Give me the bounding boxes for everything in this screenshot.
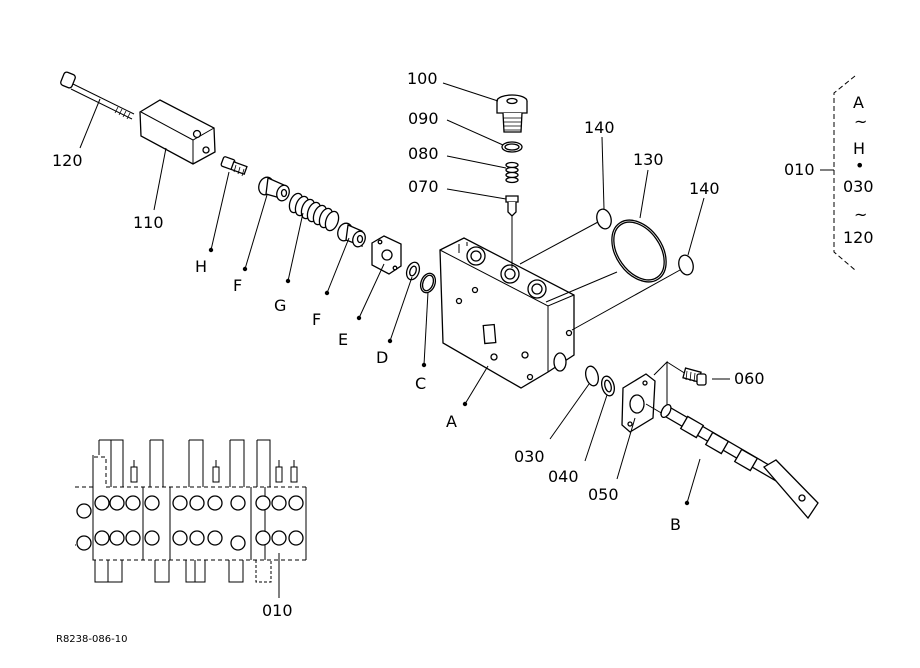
cover-050[interactable] bbox=[621, 373, 656, 433]
label-040: 040 bbox=[548, 467, 579, 486]
legend-row-4: • bbox=[855, 156, 864, 175]
spring-G[interactable] bbox=[287, 192, 341, 233]
label-A: A bbox=[446, 412, 457, 431]
washer-040[interactable] bbox=[600, 375, 617, 397]
label-H: H bbox=[195, 257, 207, 276]
bolt-120[interactable] bbox=[60, 71, 135, 120]
legend-code: 010 bbox=[784, 160, 815, 179]
o-ring-140-left[interactable] bbox=[595, 208, 614, 231]
legend-row-1: A bbox=[853, 93, 864, 112]
washer-D[interactable] bbox=[404, 260, 421, 281]
label-B: B bbox=[670, 515, 681, 534]
label-110: 110 bbox=[133, 213, 164, 232]
cap-110[interactable] bbox=[139, 99, 216, 165]
label-030: 030 bbox=[514, 447, 545, 466]
legend-row-6: ~ bbox=[854, 205, 867, 224]
label-100: 100 bbox=[407, 69, 438, 88]
label-G: G bbox=[274, 296, 286, 315]
assembly-schematic bbox=[75, 439, 307, 598]
o-ring-030[interactable] bbox=[584, 365, 601, 387]
plate-E[interactable] bbox=[371, 235, 402, 275]
o-ring-C[interactable] bbox=[418, 271, 438, 295]
poppet-070[interactable] bbox=[505, 195, 519, 217]
retainer-F1[interactable] bbox=[256, 175, 291, 202]
screw-H[interactable] bbox=[220, 156, 248, 177]
label-080: 080 bbox=[408, 144, 439, 163]
o-ring-140-right[interactable] bbox=[677, 254, 696, 277]
label-D: D bbox=[376, 348, 388, 367]
label-120: 120 bbox=[52, 151, 83, 170]
label-140-left: 140 bbox=[584, 118, 615, 137]
leader-lines bbox=[79, 82, 730, 504]
label-130: 130 bbox=[633, 150, 664, 169]
legend-bracket: 010 A ~ H • 030 ~ 120 bbox=[784, 75, 874, 271]
right-parts-guide-lines bbox=[519, 221, 681, 331]
plug-100[interactable] bbox=[496, 94, 528, 133]
label-050: 050 bbox=[588, 485, 619, 504]
label-E: E bbox=[338, 330, 348, 349]
legend-row-3: H bbox=[853, 139, 865, 158]
legend-row-5: 030 bbox=[843, 177, 874, 196]
label-F2: F bbox=[312, 310, 321, 329]
label-C: C bbox=[415, 374, 426, 393]
label-010-assembly: 010 bbox=[262, 601, 293, 620]
retainer-F2[interactable] bbox=[335, 221, 367, 248]
label-090: 090 bbox=[408, 109, 439, 128]
o-ring-090[interactable] bbox=[501, 141, 523, 153]
spool-B[interactable] bbox=[645, 403, 819, 520]
o-ring-130[interactable] bbox=[601, 210, 678, 292]
valve-body-A[interactable] bbox=[439, 237, 575, 389]
label-060: 060 bbox=[734, 369, 765, 388]
part-labels: 100 090 080 070 140 130 140 120 110 H F … bbox=[52, 69, 765, 620]
label-140-right: 140 bbox=[689, 179, 720, 198]
spring-080[interactable] bbox=[505, 161, 519, 184]
leader-dots bbox=[208, 247, 690, 506]
bolt-060[interactable] bbox=[653, 360, 707, 416]
drawing-code: R8238-086-10 bbox=[56, 634, 127, 645]
legend-row-2: ~ bbox=[854, 112, 867, 131]
label-F1: F bbox=[233, 276, 242, 295]
legend-row-7: 120 bbox=[843, 228, 874, 247]
label-070: 070 bbox=[408, 177, 439, 196]
